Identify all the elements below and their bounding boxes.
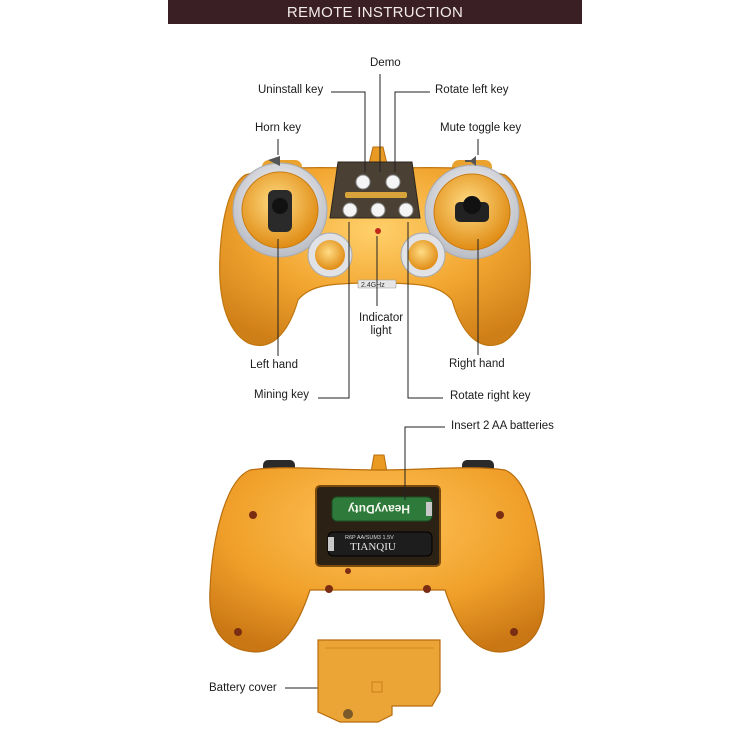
label-rotate-left-key: Rotate left key: [435, 84, 509, 96]
label-demo: Demo: [370, 57, 401, 69]
label-mute-toggle-key: Mute toggle key: [440, 122, 522, 134]
label-mining-key: Mining key: [254, 389, 309, 401]
label-battery-cover: Battery cover: [209, 682, 277, 694]
battery-cover: [317, 639, 441, 723]
label-rotate-right-key: Rotate right key: [450, 390, 531, 402]
label-indicator-light: Indicator light: [353, 312, 409, 338]
label-horn-key: Horn key: [255, 122, 302, 134]
back-controller: [209, 454, 545, 653]
leader-lines-front: [277, 74, 479, 399]
label-indicator-line2: light: [370, 325, 392, 337]
page-title: REMOTE INSTRUCTION: [286, 3, 464, 21]
label-uninstall-key: Uninstall key: [258, 84, 324, 96]
page-title-banner: REMOTE INSTRUCTION: [168, 0, 582, 24]
battery-brand-bottom: TIANQIU: [350, 541, 396, 553]
label-indicator-line1: Indicator: [358, 312, 404, 324]
label-left-hand: Left hand: [250, 359, 298, 371]
battery-spec-bottom: R6P AA/SUM3 1.5V: [345, 535, 394, 541]
frequency-label: 2.4GHz: [361, 282, 385, 289]
label-right-hand: Right hand: [449, 358, 505, 370]
battery-brand-top: HeavyDuty: [348, 502, 411, 516]
front-controller: [219, 146, 531, 346]
label-insert-batteries: Insert 2 AA batteries: [451, 420, 554, 432]
